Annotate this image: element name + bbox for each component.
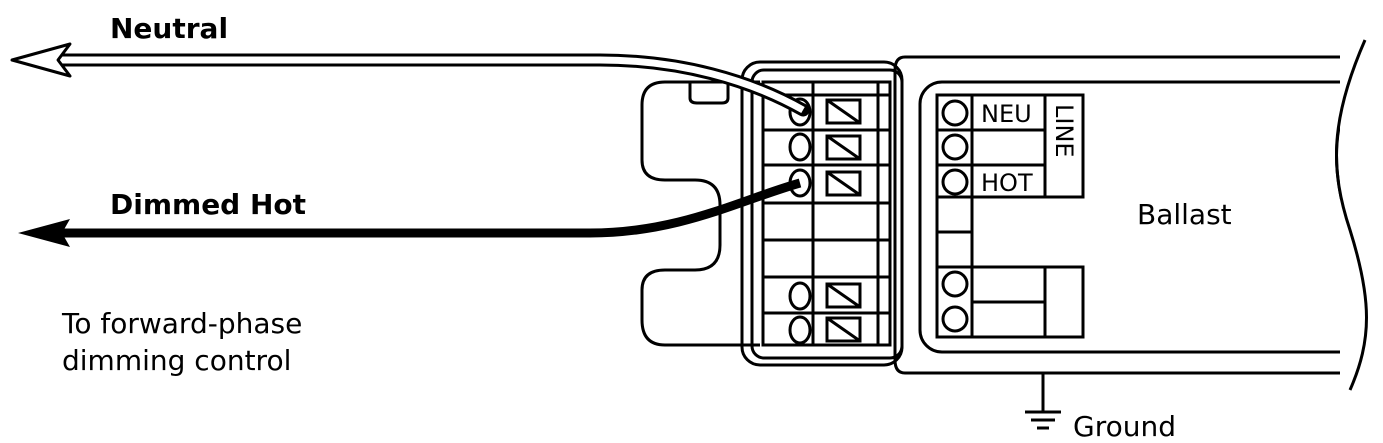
dimmed-hot-arrow-icon <box>18 219 70 247</box>
line-terminal-panel <box>935 93 1085 339</box>
connector-flange <box>640 80 760 347</box>
dimmed-hot-wire <box>50 178 802 238</box>
neutral-arrow-icon <box>10 42 72 78</box>
line-label: LINE <box>1050 104 1078 158</box>
neu-label: NEU <box>981 100 1032 128</box>
control-label-line2: dimming control <box>62 344 291 377</box>
terminal-screws <box>788 97 862 345</box>
ground-label: Ground <box>1073 410 1176 443</box>
dimmed-hot-label: Dimmed Hot <box>110 188 306 221</box>
ground-icon <box>1025 373 1061 430</box>
control-label-line1: To forward-phase <box>61 307 302 340</box>
ballast-label: Ballast <box>1137 198 1232 231</box>
hot-label: HOT <box>981 169 1033 197</box>
terminal-block <box>761 80 892 347</box>
neutral-label: Neutral <box>110 12 228 45</box>
